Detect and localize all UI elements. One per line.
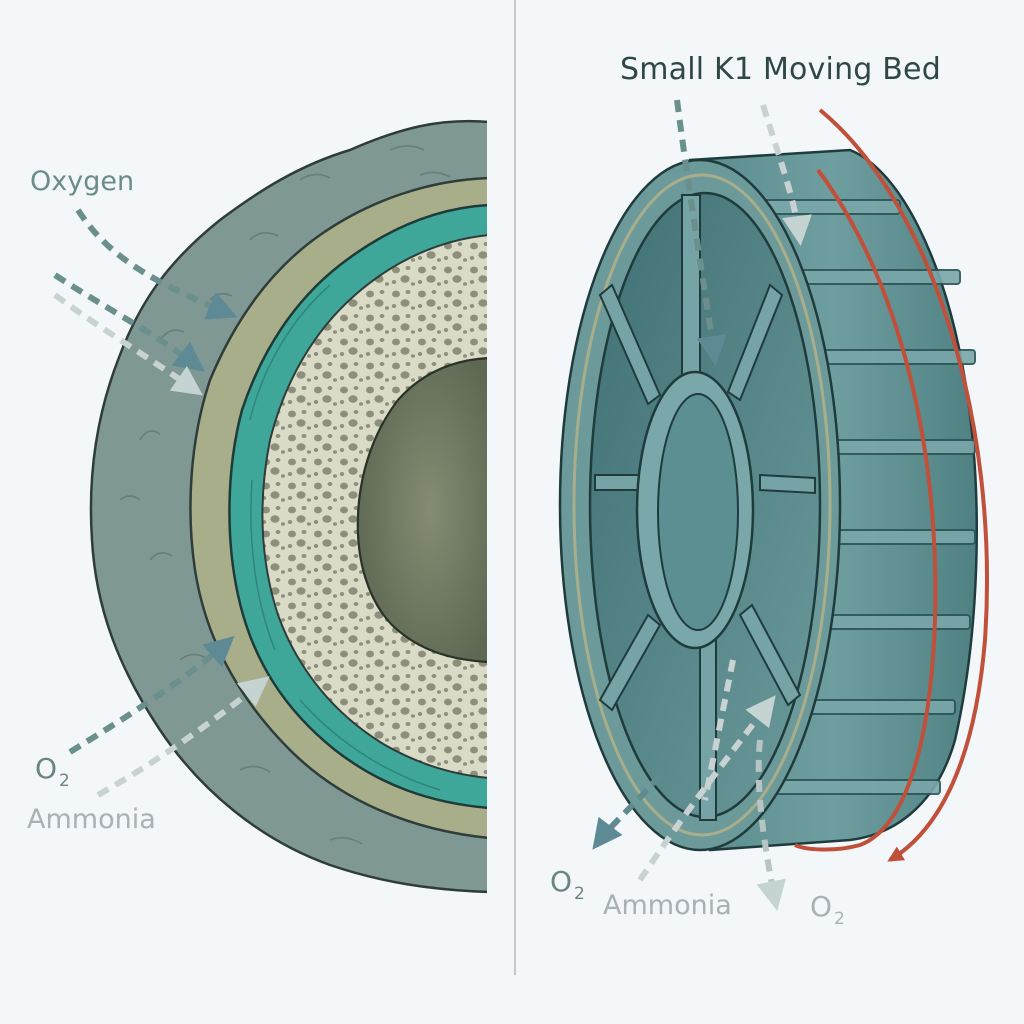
rotation-arrows bbox=[794, 108, 989, 862]
right-diffusion-arrows bbox=[592, 99, 812, 911]
rotation-arrow-inner bbox=[794, 168, 938, 852]
o2-symbol: O bbox=[35, 752, 58, 785]
o2-outflow-arrow bbox=[592, 773, 663, 850]
ammonia-inflow-arrow bbox=[760, 104, 812, 246]
diagram-title: Small K1 Moving Bed bbox=[620, 52, 941, 87]
o2-symbol: O bbox=[810, 890, 833, 923]
carrier-spokes bbox=[594, 194, 816, 821]
biofilm-cross-section bbox=[89, 119, 489, 894]
oxygen-label: Oxygen bbox=[30, 166, 135, 197]
oxygen-arrow bbox=[75, 208, 238, 320]
o2-down-arrow bbox=[755, 739, 787, 911]
rim-olive-band bbox=[572, 173, 832, 837]
ammonia-arrow bbox=[53, 292, 203, 396]
k1-carrier bbox=[558, 148, 978, 852]
left-diffusion-arrows bbox=[53, 208, 270, 798]
anoxic-center bbox=[356, 356, 489, 664]
o2-subscript: 2 bbox=[574, 884, 585, 904]
section-cut-edge bbox=[487, 118, 490, 898]
aerobic-streaks bbox=[249, 284, 441, 791]
ammonia-upflow-arrow bbox=[637, 695, 776, 882]
o2-inflow-arrow bbox=[674, 99, 727, 366]
o2-subscript: 2 bbox=[834, 909, 845, 929]
oxygen-arrow-2 bbox=[53, 272, 205, 372]
center-flow-arrow bbox=[702, 659, 736, 801]
ammonia-label-left: Ammonia bbox=[27, 804, 156, 835]
ammonia-inward-arrow-left bbox=[96, 676, 270, 798]
o2-inward-arrow-left bbox=[68, 636, 235, 755]
ammonia-label-right: Ammonia bbox=[603, 890, 732, 921]
carrier-hub-hole bbox=[657, 393, 739, 631]
o2-symbol: O bbox=[550, 865, 573, 898]
rotation-arrow-outer bbox=[818, 108, 989, 862]
o2-subscript: 2 bbox=[59, 771, 70, 791]
